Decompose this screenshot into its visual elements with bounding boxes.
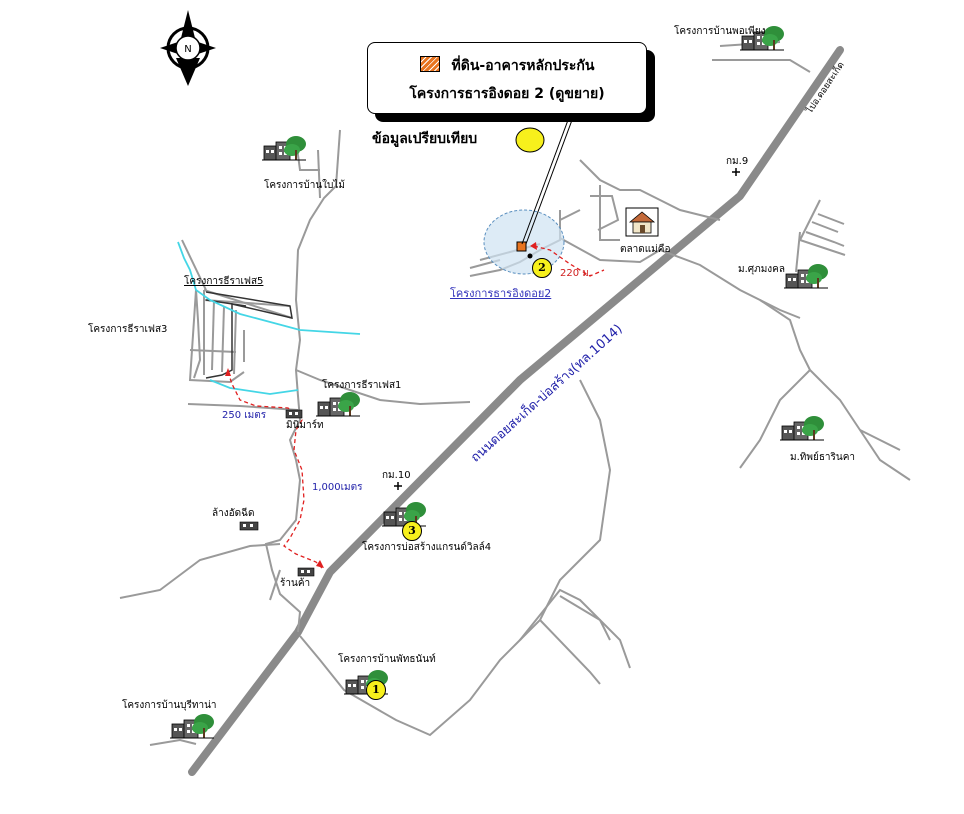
house-cluster-icon — [381, 501, 427, 527]
label-thipthranika: ม.ทิพย์ธารินคา — [790, 452, 856, 463]
marker-1: 1 — [366, 680, 386, 700]
subject-legend-square — [419, 56, 440, 72]
label-borsang-grand: โครงการบ่อสร้างแกรนด์วิลล์4 — [362, 542, 492, 553]
label-baanbaimai: โครงการบ้านใบไม้ — [264, 180, 346, 191]
main-road — [188, 46, 844, 776]
label-thira5: โครงการธีราเฟส5 — [184, 276, 264, 287]
subject-square — [516, 241, 527, 252]
river — [177, 241, 361, 395]
callout-line2: โครงการธารอิงดอย 2 (ดูขยาย) — [409, 86, 605, 102]
subject-callout: ที่ดิน-อาคารหลักประกัน โครงการธารอิงดอย … — [367, 42, 647, 114]
label-supamongkol: ม.ศุภมงคล — [738, 264, 786, 275]
house-cluster-icon — [783, 263, 829, 289]
callout-line1: ที่ดิน-อาคารหลักประกัน — [451, 58, 595, 74]
minimart-icon — [285, 409, 303, 419]
house-cluster-icon — [169, 713, 215, 739]
label-baanphoephiang: โครงการบ้านพอเพียง — [674, 26, 766, 37]
label-km10: กม.10 — [382, 470, 411, 481]
compass-north-icon: N — [160, 10, 216, 86]
label-phatthananan: โครงการบ้านพัทธนันท์ — [338, 654, 436, 665]
label-km9: กม.9 — [726, 156, 749, 167]
label-subject-project[interactable]: โครงการธารอิงดอย2 — [450, 287, 552, 300]
marker-3: 3 — [402, 521, 422, 541]
label-carwash: ล้างอัดฉีด — [212, 508, 255, 519]
comparison-label: ข้อมูลเปรียบเทียบ — [372, 131, 478, 147]
minor-roads — [119, 41, 911, 746]
label-shop: ร้านค้า — [280, 578, 311, 589]
label-market: ตลาดแม่คือ — [620, 244, 671, 255]
km-crosses — [394, 168, 740, 490]
marker-2: 2 — [532, 258, 552, 278]
compass-label: N — [184, 44, 191, 55]
label-minimart: มินิมาร์ท — [286, 420, 324, 431]
market-house-icon — [625, 207, 659, 237]
label-dist-1000: 1,000เมตร — [312, 482, 363, 493]
label-buritana: โครงการบ้านบุรีทาน่า — [122, 700, 217, 711]
route-lines — [227, 245, 605, 569]
callout-line1-row: ที่ดิน-อาคารหลักประกัน — [368, 55, 646, 77]
label-thira3: โครงการธีราเฟส3 — [88, 324, 168, 335]
shop-icon — [297, 567, 315, 577]
house-cluster-icon — [779, 415, 825, 441]
callout-leaders — [521, 111, 576, 245]
label-dist-250: 250 เมตร — [222, 410, 267, 421]
subject-zone — [483, 209, 565, 275]
label-dist-220: 220 ม. — [560, 268, 593, 279]
label-thira1: โครงการธีราเฟส1 — [322, 380, 402, 391]
house-cluster-icon — [315, 391, 361, 417]
carwash-icon — [239, 521, 259, 531]
comparison-legend-marker — [515, 127, 545, 153]
house-cluster-icon — [261, 135, 307, 161]
